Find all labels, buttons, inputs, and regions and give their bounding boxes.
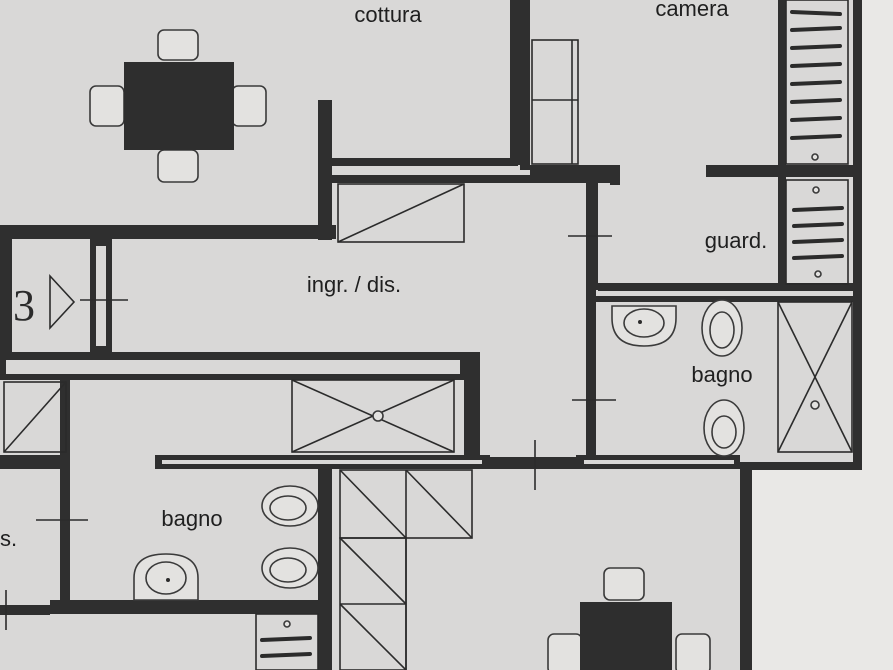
wall-insets <box>6 246 734 464</box>
left-shower-box <box>3 381 67 453</box>
room-label-cottura: cottura <box>354 2 422 27</box>
room-label-bagno-right: bagno <box>691 362 752 387</box>
bathroom-left-fixtures <box>133 485 319 601</box>
bathroom-right-fixtures <box>611 299 853 457</box>
wardrobe-guard <box>785 179 849 285</box>
room-label-ingresso: ingr. / dis. <box>307 272 401 297</box>
wardrobe-camera <box>785 0 849 165</box>
door-marks <box>5 235 616 630</box>
camera-cabinet <box>531 39 579 165</box>
room-label-camera: camera <box>655 0 729 21</box>
room-label-cut: s. <box>0 526 17 551</box>
room-label-bagno-left: bagno <box>161 506 222 531</box>
kitchen-counter <box>337 183 465 243</box>
room-label-guard: guard. <box>705 228 767 253</box>
wardrobe-bottom <box>255 613 319 670</box>
paper-margin <box>752 0 893 670</box>
unit-arrow-icon <box>49 273 76 331</box>
dining-table-bottom <box>547 567 711 670</box>
corridor-shower <box>291 379 455 453</box>
dining-table-top <box>89 29 267 183</box>
storage-stairs <box>339 469 473 670</box>
unit-number: 3 <box>13 281 35 330</box>
